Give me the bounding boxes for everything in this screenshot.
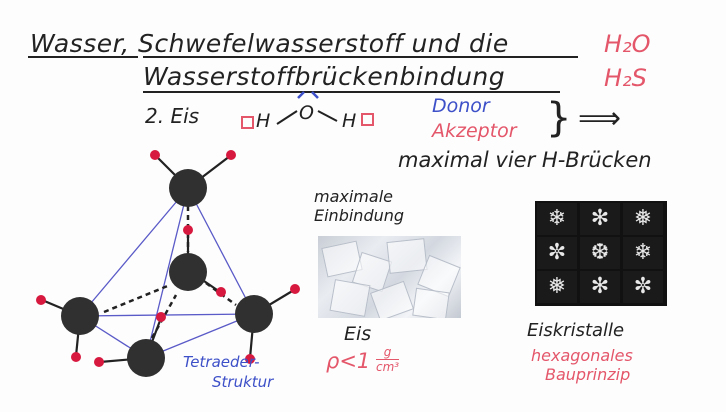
oxygen-atom-top <box>169 169 207 207</box>
molecule-h-right: H <box>342 110 357 132</box>
formula-h2s: H₂S <box>604 64 647 92</box>
snowflake-icon: ❅ <box>537 271 577 303</box>
density-text: ρ<1 <box>326 349 371 373</box>
hydrogen-atoms <box>36 150 300 367</box>
donor-label: Donor <box>432 95 490 117</box>
ice-label: Eis <box>344 323 372 345</box>
density-unit-denominator: cm³ <box>376 360 400 374</box>
oxygen-atom-center <box>169 253 207 291</box>
section-heading: 2. Eis <box>145 104 200 128</box>
density-unit-numerator: g <box>376 345 400 360</box>
title-line-2: Wasserstoffbrückenbindung <box>143 62 506 91</box>
max-bridges-text: maximal vier H-Brücken <box>398 148 652 172</box>
snowflake-icon: ✻ <box>580 203 620 235</box>
oxygen-atom-right <box>235 295 273 333</box>
snowflake-icon: ✻ <box>580 271 620 303</box>
donor-box-right <box>361 113 374 126</box>
bond-right <box>317 110 338 122</box>
crystals-label: Eiskristalle <box>527 320 625 341</box>
density-unit-fraction: g cm³ <box>376 345 400 374</box>
snowflake-icon: ❄ <box>537 203 577 235</box>
akzeptor-label: Akzeptor <box>432 120 517 142</box>
oxygen-atoms <box>61 169 273 377</box>
tetrahedron-label-line-2: Struktur <box>212 373 274 391</box>
tetrahedron-edges <box>79 187 255 359</box>
bond-left <box>276 110 298 125</box>
lone-pair-marks <box>297 91 319 99</box>
ice-caption-line-2: Einbindung <box>314 206 405 225</box>
tetrahedron-label-line-1: Tetraeder- <box>183 353 260 371</box>
principle-line-1: hexagonales <box>531 346 633 365</box>
snowflake-icon: ✼ <box>537 237 577 269</box>
molecule-o: O <box>299 102 314 124</box>
snowflake-icon: ❆ <box>580 237 620 269</box>
oxygen-atom-bottom <box>127 339 165 377</box>
title-line-1: Wasser, Schwefelwasserstoff und die <box>30 29 509 58</box>
principle-line-2: Bauprinzip <box>545 365 631 384</box>
oxygen-atom-left <box>61 297 99 335</box>
implies-arrow-icon: ⟹ <box>578 101 622 136</box>
ice-caption-line-1: maximale <box>314 187 393 206</box>
snowflake-icon: ✼ <box>623 271 663 303</box>
snowflake-icon: ❅ <box>623 203 663 235</box>
snowflake-photo-grid: ❄ ✻ ❅ ✼ ❆ ❄ ❅ ✻ ✼ <box>535 201 667 306</box>
snowflake-icon: ❄ <box>623 237 663 269</box>
ice-cubes-photo <box>318 236 461 318</box>
formula-water: H₂O <box>604 30 651 58</box>
brace-symbol: } <box>546 95 572 141</box>
donor-box-left <box>241 116 254 129</box>
molecule-h-left: H <box>256 110 271 132</box>
